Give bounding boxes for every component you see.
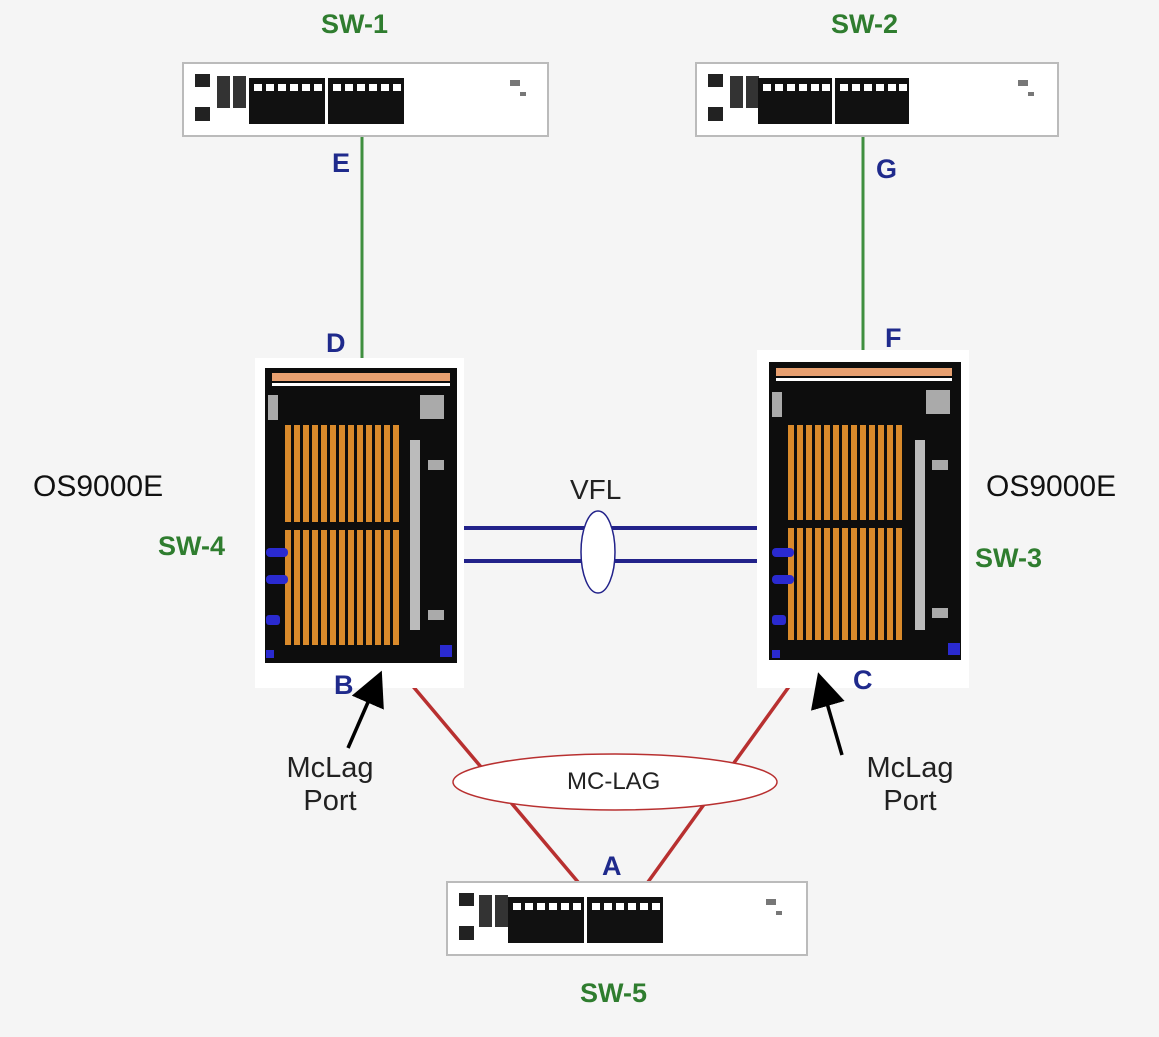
vfl-label: VFL — [570, 476, 621, 504]
left-mclag-port-line1: McLag — [265, 752, 395, 785]
port-f-label: F — [885, 325, 902, 352]
right-mclag-port-line2: Port — [845, 785, 975, 818]
chassis-sw4-device — [255, 358, 464, 688]
port-d-label: D — [326, 330, 346, 357]
left-mclag-port-label: McLag Port — [265, 752, 395, 819]
port-a-label: A — [602, 853, 622, 880]
vfl-links — [452, 528, 782, 561]
vfl-ellipse — [581, 511, 615, 593]
right-mclag-arrow — [820, 679, 842, 755]
left-mclag-port-line2: Port — [265, 785, 395, 818]
switch-sw5-device — [447, 882, 807, 955]
port-c-label: C — [853, 667, 873, 694]
port-b-label: B — [334, 672, 354, 699]
switch-sw4-label: SW-4 — [158, 533, 225, 560]
chassis-sw3-device — [757, 350, 969, 688]
right-mclag-port-label: McLag Port — [845, 752, 975, 819]
chassis-left-model-label: OS9000E — [33, 472, 163, 502]
switch-sw1-device — [183, 63, 548, 136]
switch-sw5-label: SW-5 — [580, 980, 647, 1007]
switch-sw2-device — [696, 63, 1058, 136]
chassis-right-model-label: OS9000E — [986, 472, 1116, 502]
switch-sw3-label: SW-3 — [975, 545, 1042, 572]
mclag-bundle-label: MC-LAG — [567, 770, 660, 794]
port-e-label: E — [332, 150, 350, 177]
switch-sw1-label: SW-1 — [321, 11, 388, 38]
right-mclag-port-line1: McLag — [845, 752, 975, 785]
port-g-label: G — [876, 156, 897, 183]
switch-sw2-label: SW-2 — [831, 11, 898, 38]
